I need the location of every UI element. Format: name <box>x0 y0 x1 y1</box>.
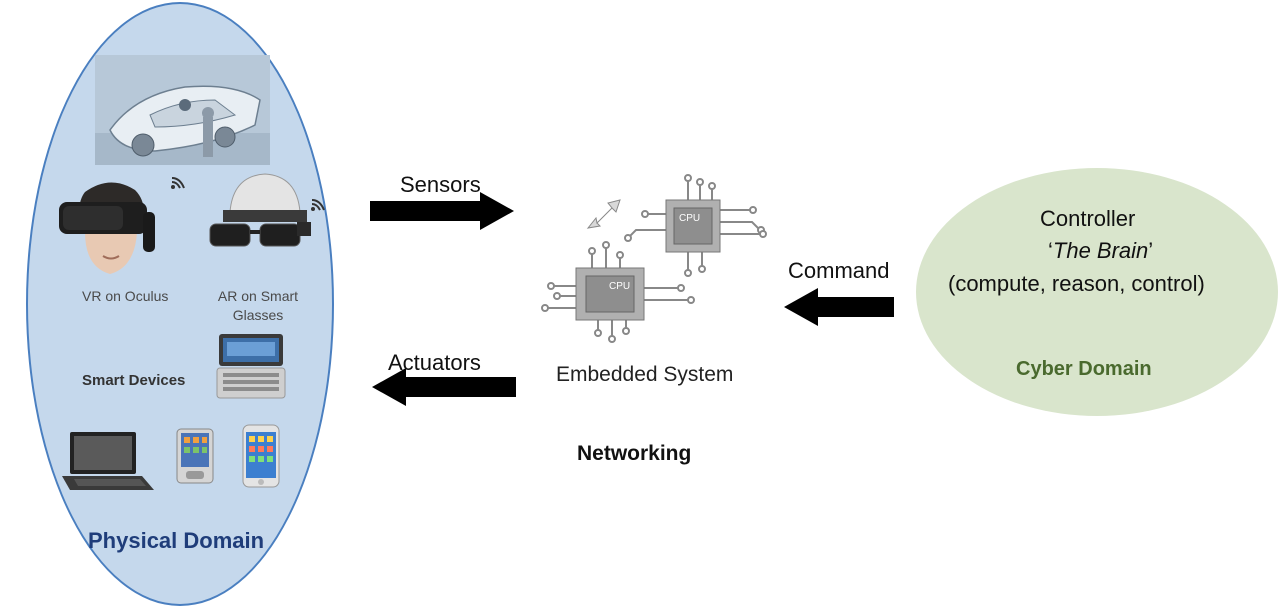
brain-label: ‘The Brain’ <box>1048 238 1154 263</box>
embedded-system-cpu-diagram <box>541 174 767 343</box>
vr-headset-image <box>59 182 155 274</box>
physical-domain-title: Physical Domain <box>88 528 265 553</box>
vr-label: VR on Oculus <box>82 288 169 304</box>
actuators-label: Actuators <box>388 350 481 375</box>
ar-label-line1: AR on Smart <box>217 288 299 304</box>
networking-label: Networking <box>577 442 692 465</box>
embedded-system-label: Embedded System <box>556 363 734 386</box>
command-arrow <box>784 288 894 326</box>
cyber-domain-ellipse <box>916 168 1278 416</box>
cpu-label-top: CPU <box>679 213 701 224</box>
cpu-label-bottom: CPU <box>609 281 631 292</box>
autonomous-car-image <box>95 55 270 165</box>
smart-devices-label: Smart Devices <box>82 372 186 389</box>
wifi-icon <box>171 177 185 189</box>
cyber-domain-title: Cyber Domain <box>1016 358 1152 380</box>
controller-label: Controller <box>1040 206 1136 231</box>
wifi-icon <box>311 199 325 211</box>
command-label: Command <box>788 258 890 283</box>
sensors-arrow <box>370 192 514 230</box>
smartphone-image <box>242 424 280 488</box>
ar-smart-glasses-image <box>209 173 311 247</box>
controller-roles-label: (compute, reason, control) <box>948 271 1205 296</box>
actuators-arrow <box>372 368 516 406</box>
netbook-device-image <box>216 334 286 399</box>
laptop-image <box>62 432 154 490</box>
ar-label-line2: Glasses <box>232 307 284 323</box>
pda-image <box>176 428 214 484</box>
sensors-label: Sensors <box>400 172 481 197</box>
